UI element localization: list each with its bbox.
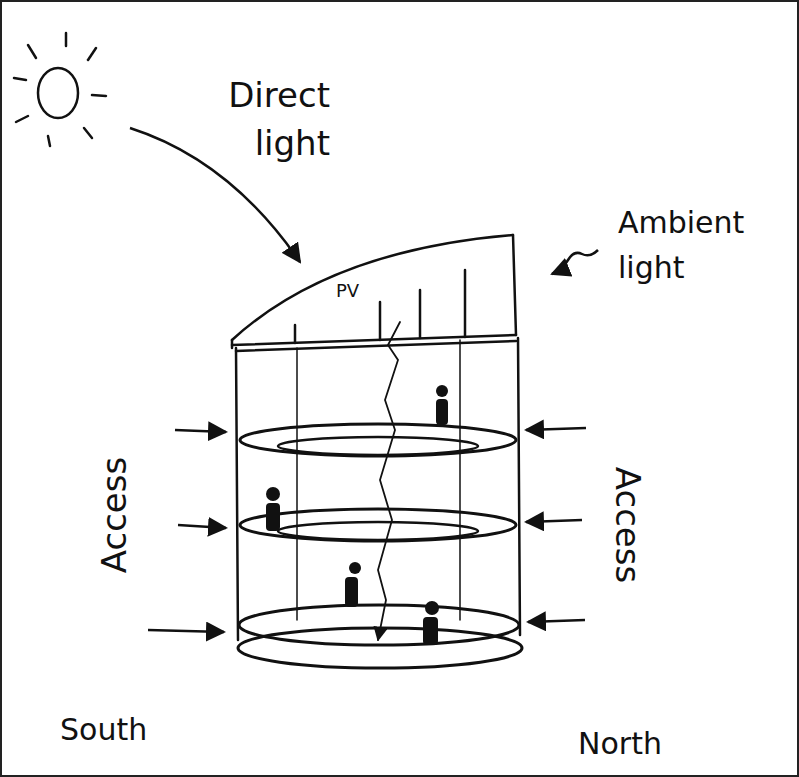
floor-void bbox=[278, 522, 478, 540]
light-label: Ambient light bbox=[618, 200, 778, 290]
light-label: Direct light bbox=[180, 72, 330, 167]
sun-ray bbox=[16, 116, 28, 122]
person-body bbox=[423, 617, 438, 645]
wall bbox=[518, 338, 520, 635]
person-head bbox=[266, 487, 280, 501]
access-arrow bbox=[178, 525, 226, 528]
roof-edge bbox=[513, 235, 516, 335]
sun-ray bbox=[48, 136, 50, 146]
access-arrow bbox=[526, 520, 582, 522]
ambient-light-arrow bbox=[552, 250, 598, 274]
roof-base bbox=[236, 341, 516, 351]
pv-mullion bbox=[464, 270, 467, 337]
void-edge bbox=[459, 340, 461, 620]
access-label: Access bbox=[608, 467, 645, 583]
wall bbox=[236, 348, 238, 640]
person-body bbox=[436, 399, 448, 425]
pv-mullion bbox=[294, 325, 297, 343]
building bbox=[232, 235, 522, 668]
light-shaft bbox=[378, 322, 400, 640]
person-body bbox=[345, 577, 358, 607]
floor-slab bbox=[240, 424, 516, 456]
access-arrow bbox=[148, 630, 224, 632]
pv-mullion bbox=[379, 302, 382, 340]
person-head bbox=[436, 385, 448, 397]
floor-void bbox=[278, 437, 478, 455]
access-arrow bbox=[528, 620, 585, 622]
sun-ray bbox=[65, 33, 68, 46]
sun-ray bbox=[92, 95, 106, 96]
sun-ray bbox=[14, 78, 26, 80]
direction-label: South bbox=[60, 712, 147, 748]
void-edge bbox=[296, 348, 298, 620]
sun-ray bbox=[28, 45, 36, 58]
person-body bbox=[266, 503, 280, 531]
direction-label: North bbox=[578, 726, 662, 762]
pv-label: PV bbox=[336, 280, 359, 302]
access-label: Access bbox=[96, 457, 133, 573]
access-arrow bbox=[175, 430, 226, 432]
people bbox=[266, 385, 448, 645]
pv-mullion bbox=[419, 290, 422, 338]
sun-symbol bbox=[14, 33, 106, 146]
floor-slab bbox=[240, 509, 516, 541]
access-arrow bbox=[526, 428, 586, 430]
sun-disc bbox=[38, 68, 78, 118]
access-arrows bbox=[148, 428, 586, 632]
sun-ray bbox=[88, 48, 96, 60]
sun-ray bbox=[84, 128, 92, 138]
roof-top-edge bbox=[232, 235, 513, 340]
person-head bbox=[425, 601, 439, 615]
person-head bbox=[349, 562, 361, 574]
